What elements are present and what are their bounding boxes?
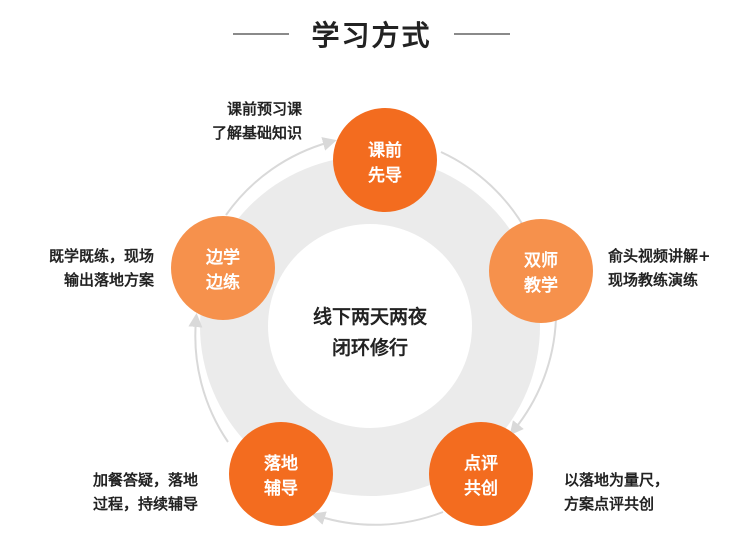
- node-circle: [229, 422, 333, 526]
- desc-line1: 课前预习课: [226, 100, 302, 118]
- center-line2: 闭环修行: [332, 336, 408, 359]
- node-label-line2: 边练: [205, 272, 240, 293]
- node-landing: 落地 辅导: [229, 422, 333, 526]
- desc-line2: 现场教练演练: [608, 271, 699, 289]
- node-label-line2: 辅导: [264, 478, 298, 499]
- arrow-node5-to-node1: [225, 137, 337, 216]
- node-circle: [489, 219, 593, 323]
- node-label-line1: 边学: [205, 247, 240, 268]
- node-dual-teacher: 双师 教学: [489, 219, 593, 323]
- node-label-line1: 落地: [264, 453, 298, 474]
- node-label-line2: 共创: [464, 478, 498, 499]
- desc-line1: 加餐答疑，落地: [92, 471, 198, 489]
- center-line1: 线下两天两夜: [313, 305, 428, 328]
- node-review: 点评 共创: [429, 422, 533, 526]
- desc-learn-practice: 既学既练，现场 输出落地方案: [49, 244, 154, 292]
- arrow-node3-to-node4: [311, 511, 444, 526]
- page-title: 学习方式: [311, 19, 432, 52]
- node-circle: [429, 422, 533, 526]
- desc-review: 以落地为量尺， 方案点评共创: [564, 468, 669, 516]
- desc-line2: 过程，持续辅导: [92, 495, 198, 513]
- desc-line2: 了解基础知识: [211, 124, 302, 142]
- node-label-line2: 教学: [523, 275, 558, 296]
- desc-dual-teacher: 俞头视频讲解+ 现场教练演练: [608, 244, 711, 292]
- desc-line2: 方案点评共创: [564, 495, 655, 513]
- node-label-line2: 先导: [368, 165, 402, 186]
- desc-pre-class: 课前预习课 了解基础知识: [212, 97, 302, 145]
- desc-line2: 输出落地方案: [63, 271, 154, 289]
- node-circle: [333, 108, 437, 212]
- desc-line1: 俞头视频讲解+: [608, 247, 711, 265]
- node-label-line1: 点评: [464, 453, 498, 474]
- node-pre-class: 课前 先导: [333, 108, 437, 212]
- desc-line1: 既学既练，现场: [48, 247, 154, 265]
- center-circle: [268, 224, 472, 428]
- title-left-line: [233, 33, 290, 35]
- arrow-node4-to-node5: [188, 313, 229, 443]
- title-right-line: [453, 33, 510, 35]
- title-row: 学习方式: [0, 14, 743, 54]
- desc-landing: 加餐答疑，落地 过程，持续辅导: [93, 468, 198, 516]
- node-circle: [171, 216, 275, 320]
- node-learn-practice: 边学 边练: [171, 216, 275, 320]
- node-label-line1: 双师: [524, 250, 558, 271]
- node-label-line1: 课前: [368, 140, 402, 161]
- desc-line1: 以落地为量尺，: [564, 471, 670, 489]
